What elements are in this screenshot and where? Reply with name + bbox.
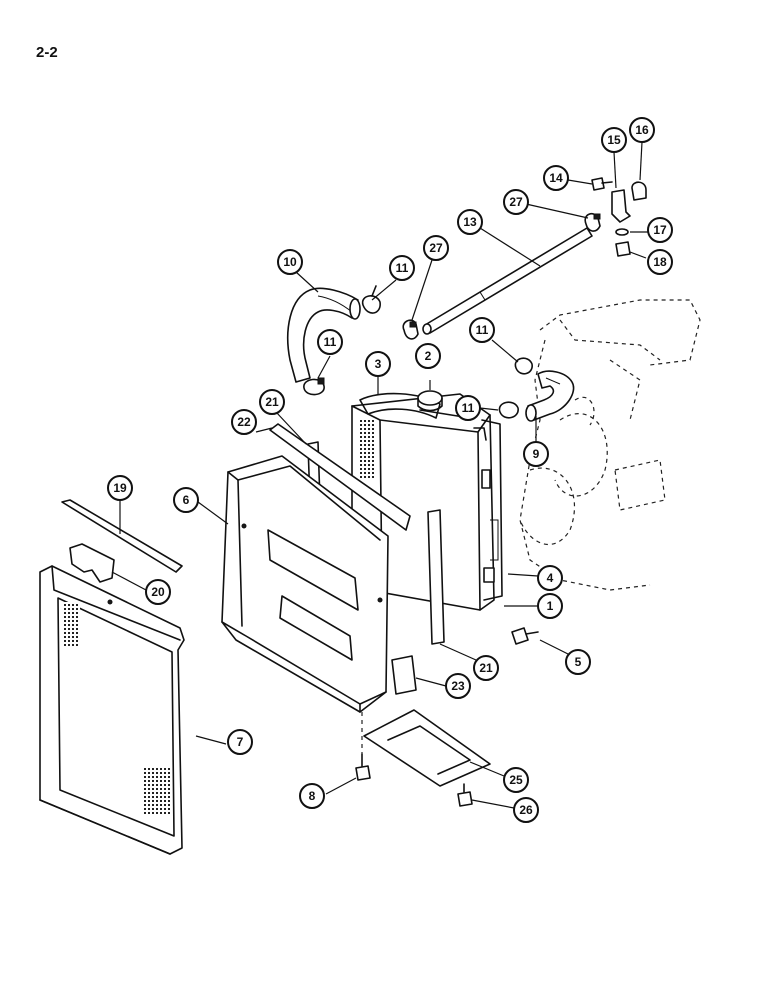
svg-text:23: 23 — [451, 679, 465, 693]
plate-bolt — [457, 783, 473, 807]
svg-text:1: 1 — [547, 599, 554, 613]
svg-text:13: 13 — [463, 215, 477, 229]
svg-text:3: 3 — [375, 357, 382, 371]
callout-3: 3 — [365, 351, 391, 377]
svg-text:26: 26 — [519, 803, 533, 817]
svg-text:11: 11 — [462, 401, 475, 415]
callout-25: 25 — [503, 767, 529, 793]
svg-text:20: 20 — [151, 585, 165, 599]
svg-text:19: 19 — [113, 481, 127, 495]
svg-text:4: 4 — [547, 571, 554, 585]
svg-text:9: 9 — [533, 447, 540, 461]
callout-2: 2 — [415, 343, 441, 369]
callout-11-a: 11 — [389, 255, 415, 281]
callout-27-a: 27 — [503, 189, 529, 215]
callout-20: 20 — [145, 579, 171, 605]
svg-text:18: 18 — [653, 255, 667, 269]
callout-22: 22 — [231, 409, 257, 435]
mounting-bar-21-lower — [427, 509, 445, 645]
callout-5: 5 — [565, 649, 591, 675]
radiator-bolt — [511, 627, 539, 645]
svg-text:6: 6 — [183, 493, 190, 507]
shroud-block — [391, 655, 417, 695]
callout-19: 19 — [107, 475, 133, 501]
skid-plate — [363, 709, 491, 787]
tube-clamp-upper — [584, 212, 601, 232]
callout-14: 14 — [543, 165, 569, 191]
callout-7: 7 — [227, 729, 253, 755]
callout-6: 6 — [173, 487, 199, 513]
callout-8: 8 — [299, 783, 325, 809]
hose-clamp-lower-b — [498, 401, 519, 419]
callout-13: 13 — [457, 209, 483, 235]
hose-clamp-upper-b — [303, 377, 325, 396]
tube-clamp-lower — [402, 319, 419, 340]
callout-16: 16 — [629, 117, 655, 143]
leader-lines — [111, 141, 648, 809]
svg-text:5: 5 — [575, 655, 582, 669]
svg-text:21: 21 — [479, 661, 493, 675]
hose-clamp-upper-a — [361, 285, 381, 314]
page-number: 2-2 — [36, 44, 58, 61]
callout-21-a: 21 — [259, 389, 285, 415]
callout-11-d: 11 — [455, 395, 481, 421]
callout-10: 10 — [277, 249, 303, 275]
callout-17: 17 — [647, 217, 673, 243]
hose-clamp-lower-a — [514, 357, 533, 375]
callout-15: 15 — [601, 127, 627, 153]
radiator-shroud — [221, 455, 389, 713]
callout-4: 4 — [537, 565, 563, 591]
svg-text:17: 17 — [653, 223, 667, 237]
svg-text:11: 11 — [476, 323, 489, 337]
svg-text:7: 7 — [237, 735, 244, 749]
callout-11-b: 11 — [317, 329, 343, 355]
svg-text:8: 8 — [309, 789, 316, 803]
callout-1: 1 — [537, 593, 563, 619]
callout-26: 26 — [513, 797, 539, 823]
svg-text:15: 15 — [607, 133, 621, 147]
svg-text:27: 27 — [509, 195, 523, 209]
svg-text:11: 11 — [324, 335, 337, 349]
seal-block-20 — [69, 543, 115, 583]
grille-screen — [39, 565, 185, 855]
svg-text:22: 22 — [237, 415, 251, 429]
shroud-bolt — [355, 712, 371, 781]
svg-text:21: 21 — [265, 395, 279, 409]
seal-strip-19 — [61, 499, 183, 573]
svg-text:27: 27 — [429, 241, 443, 255]
svg-text:16: 16 — [635, 123, 649, 137]
svg-text:2: 2 — [425, 349, 432, 363]
svg-text:25: 25 — [509, 773, 523, 787]
callout-9: 9 — [523, 441, 549, 467]
svg-text:11: 11 — [396, 261, 409, 275]
svg-text:14: 14 — [549, 171, 563, 185]
bypass-tube — [422, 227, 593, 335]
fitting-assembly — [591, 177, 647, 257]
upper-radiator-hose — [287, 287, 361, 383]
mounting-bar-22 — [269, 423, 411, 531]
callout-23: 23 — [445, 673, 471, 699]
svg-text:10: 10 — [283, 255, 297, 269]
lower-radiator-hose — [525, 370, 575, 422]
callout-18: 18 — [647, 249, 673, 275]
callout-27-b: 27 — [423, 235, 449, 261]
engine-outline — [519, 299, 701, 591]
callout-21-b: 21 — [473, 655, 499, 681]
callout-11-c: 11 — [469, 317, 495, 343]
